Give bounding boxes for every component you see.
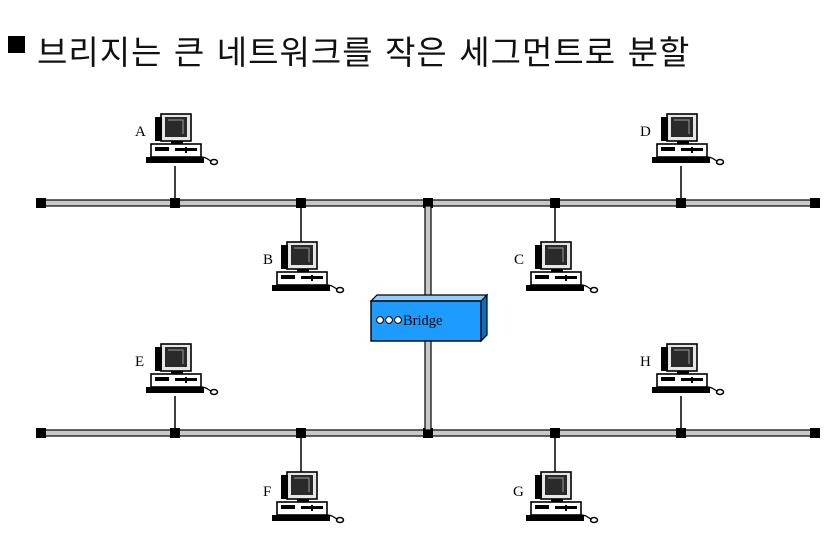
computer-c: C [514, 241, 599, 294]
computer-icon [525, 241, 599, 294]
bullet-square-icon [8, 35, 25, 53]
computer-label: H [640, 354, 651, 370]
bridge-device: Bridge [369, 293, 489, 343]
computer-icon [145, 343, 219, 396]
computer-label: F [263, 484, 271, 500]
computer-f: F [263, 471, 345, 524]
computer-e: E [135, 343, 219, 396]
computer-icon [651, 343, 725, 396]
computer-b: B [263, 241, 345, 294]
computer-g: G [513, 471, 599, 524]
bridge-label: Bridge [403, 313, 442, 329]
computer-label: D [640, 124, 651, 140]
drop-lines [174, 166, 682, 472]
computer-d: D [640, 113, 725, 166]
computer-label: G [513, 484, 524, 500]
computer-icon [271, 241, 345, 294]
computer-label: E [135, 354, 144, 370]
computer-a: A [135, 113, 219, 166]
computer-icon [651, 113, 725, 166]
slide-title: 브리지는 큰 네트워크를 작은 세그먼트로 분할 [8, 20, 690, 80]
computer-h: H [640, 343, 725, 396]
computer-label: C [514, 252, 524, 268]
computer-icon [271, 471, 345, 524]
computer-label: B [263, 252, 273, 268]
computer-icon [525, 471, 599, 524]
computer-icon [145, 113, 219, 166]
title-text: 브리지는 큰 네트워크를 작은 세그먼트로 분할 [37, 33, 691, 72]
computer-label: A [135, 124, 146, 140]
